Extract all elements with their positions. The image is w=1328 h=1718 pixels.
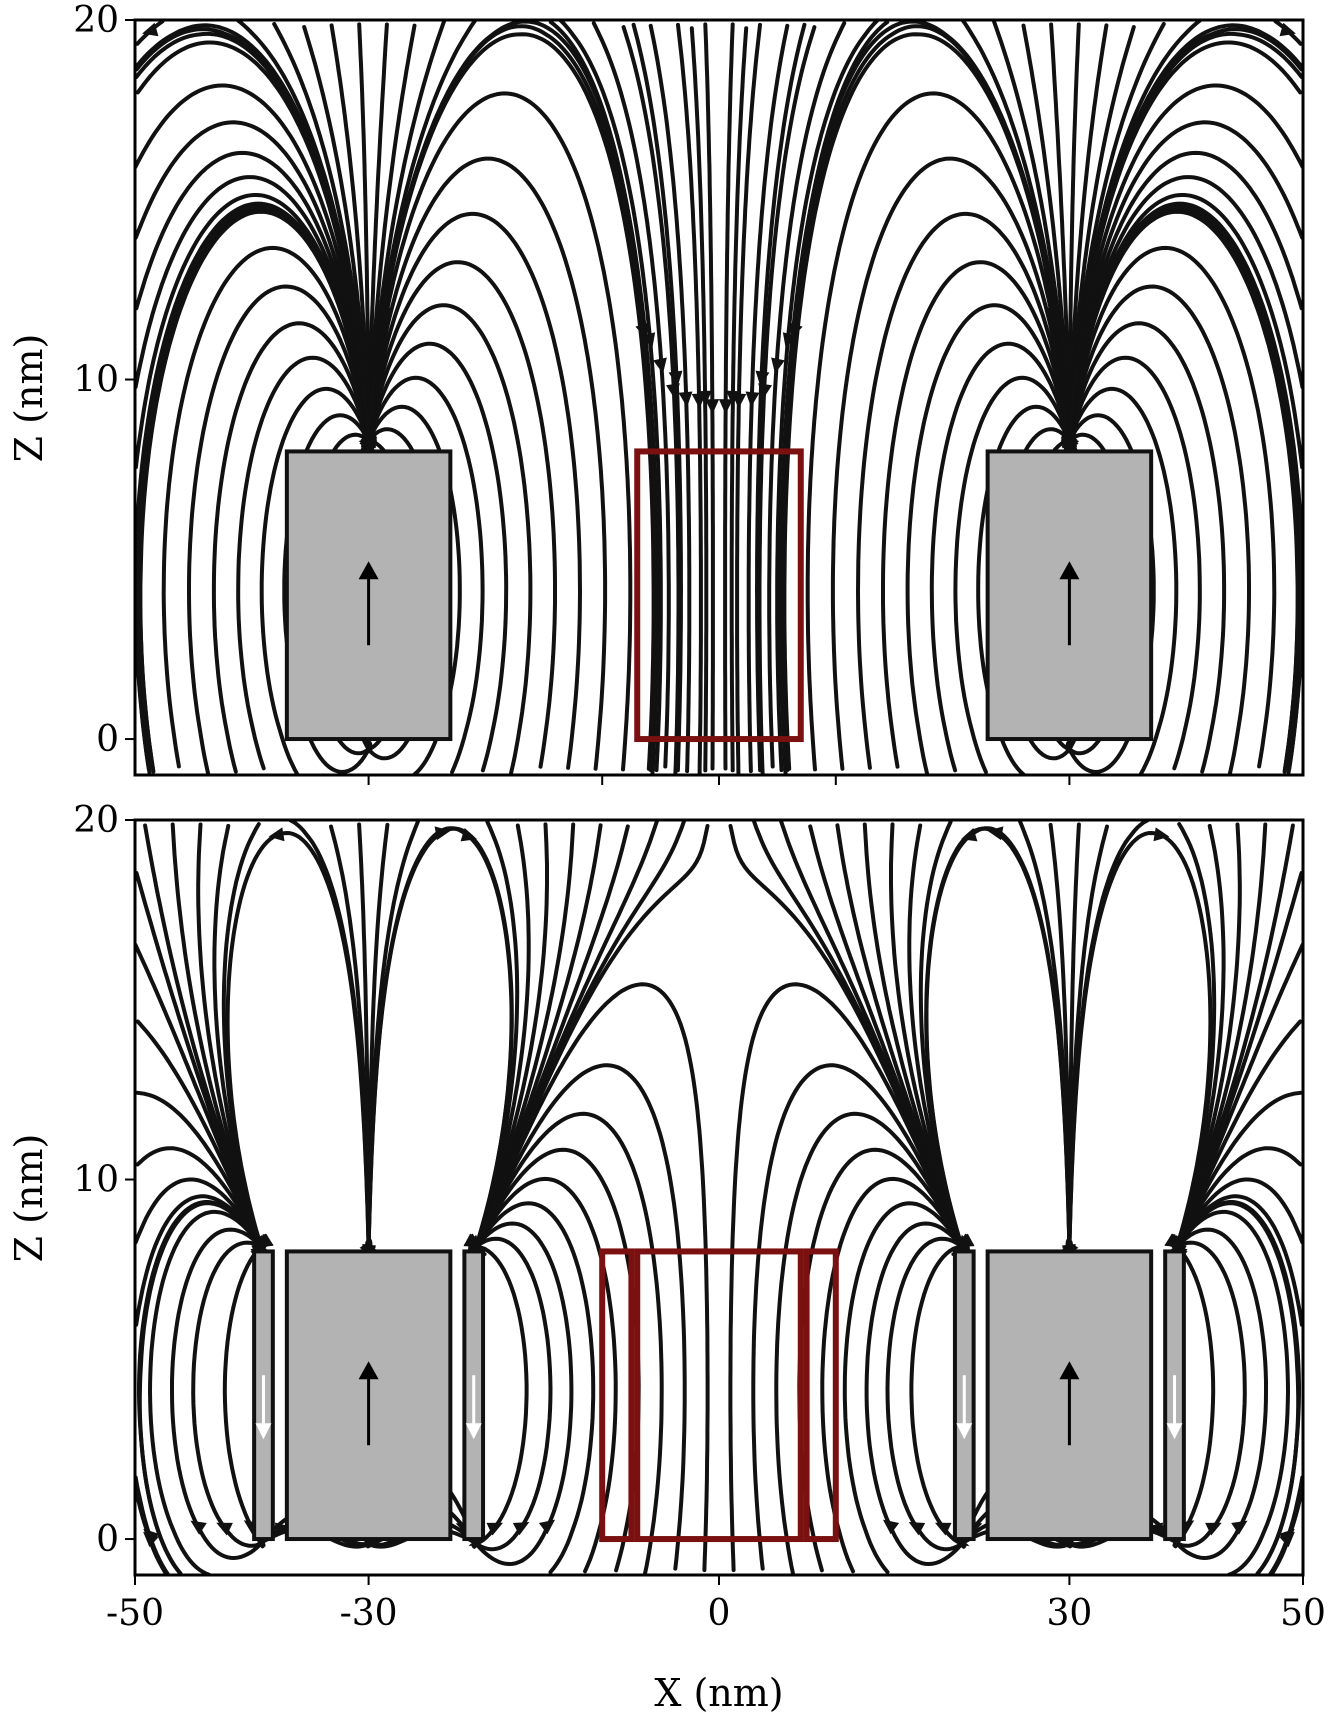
streamline bbox=[288, 820, 372, 1251]
highlight-region bbox=[599, 1248, 635, 1543]
x-tick-label: 0 bbox=[708, 1593, 731, 1634]
streamline-arrow bbox=[934, 1522, 952, 1536]
x-axis-label: X (nm) bbox=[654, 1671, 783, 1715]
streamline-arrow bbox=[771, 357, 785, 374]
streamline-arrow bbox=[1279, 1528, 1295, 1545]
magnet bbox=[284, 449, 453, 742]
x-ticks bbox=[367, 775, 1071, 785]
streamline-arrow bbox=[142, 22, 159, 37]
x-tick-label: 30 bbox=[1046, 1593, 1092, 1634]
streamline bbox=[924, 826, 1072, 1255]
streamline-arrow bbox=[758, 383, 773, 400]
streamline bbox=[137, 1201, 265, 1575]
streamline-arrow bbox=[143, 1528, 159, 1545]
streamline-arrow bbox=[460, 828, 477, 842]
moment-arrow-head bbox=[1059, 1361, 1080, 1380]
y-tick-label: 10 bbox=[73, 360, 119, 401]
x-tick-label: -30 bbox=[340, 1593, 398, 1634]
streamline-arrow bbox=[538, 1519, 556, 1535]
moment-arrow-head bbox=[465, 1423, 482, 1440]
y-tick-label: 10 bbox=[73, 1160, 119, 1201]
y-tick-label: 20 bbox=[73, 800, 119, 841]
streamline-arrow bbox=[190, 1520, 207, 1535]
y-tick-label: 0 bbox=[96, 1519, 119, 1560]
streamline bbox=[1018, 820, 1072, 1254]
y-ticks: 0 10 20 bbox=[73, 0, 135, 760]
streamline-arrow bbox=[512, 1521, 530, 1536]
highlight-region bbox=[634, 448, 804, 743]
streamline-arrow bbox=[256, 1233, 273, 1250]
regions bbox=[634, 448, 804, 743]
streamline bbox=[470, 1201, 596, 1574]
streamline-arrow bbox=[216, 1522, 233, 1536]
streamline-arrow bbox=[745, 391, 760, 408]
streamline-arrow bbox=[1165, 1233, 1182, 1250]
streamline bbox=[1173, 1201, 1301, 1575]
streamline-arrow bbox=[1231, 1520, 1248, 1535]
streamline-arrow bbox=[705, 399, 720, 415]
y-axis-label: Z (nm) bbox=[7, 1134, 51, 1263]
magnets bbox=[252, 1249, 1186, 1542]
x-ticks: -50 -30 0 30 50 bbox=[106, 1575, 1326, 1634]
streamline-arrow bbox=[653, 357, 667, 374]
streamline-arrow bbox=[1205, 1522, 1222, 1536]
streamline-arrow bbox=[641, 332, 656, 349]
streamline-arrow bbox=[987, 826, 1004, 841]
streamline bbox=[366, 820, 420, 1254]
streamline bbox=[1173, 1227, 1268, 1561]
y-tick-label: 20 bbox=[73, 0, 119, 41]
moment-arrow-head bbox=[956, 1423, 973, 1440]
streamline-arrow bbox=[665, 383, 680, 400]
streamline-arrow bbox=[718, 399, 733, 415]
moment-arrow-head bbox=[1059, 561, 1080, 580]
moment-arrow-head bbox=[255, 1423, 272, 1440]
moment-arrow-head bbox=[358, 1361, 379, 1380]
highlight-region bbox=[803, 1248, 839, 1543]
streamline-arrow bbox=[1153, 827, 1170, 842]
streamline-arrow bbox=[268, 827, 285, 842]
streamline-arrow bbox=[691, 393, 706, 409]
regions bbox=[599, 1248, 839, 1543]
x-tick-label: 50 bbox=[1280, 1593, 1326, 1634]
magnets bbox=[284, 449, 1154, 742]
streamlines bbox=[135, 20, 1303, 775]
panel-top: 0 10 20 Z (nm) bbox=[7, 0, 1305, 785]
streamline-arrow bbox=[1279, 22, 1296, 37]
y-axis-label: Z (nm) bbox=[7, 334, 51, 463]
y-ticks: 0 10 20 bbox=[73, 800, 135, 1560]
moment-arrow-head bbox=[358, 561, 379, 580]
streamline bbox=[472, 1221, 574, 1567]
panel-bottom: -50 -30 0 30 50 0 10 20 Z (nm) X (nm) bbox=[7, 800, 1326, 1715]
moment-arrow-head bbox=[1166, 1423, 1183, 1440]
streamline bbox=[366, 826, 514, 1255]
highlight-region bbox=[634, 1248, 804, 1543]
streamline-arrow bbox=[678, 391, 693, 408]
streamline-arrow bbox=[882, 1519, 900, 1535]
streamline-arrow bbox=[486, 1522, 504, 1536]
streamline bbox=[170, 1227, 265, 1561]
x-tick-label: -50 bbox=[106, 1593, 164, 1634]
streamline-arrow bbox=[732, 393, 747, 409]
streamline bbox=[842, 1201, 968, 1574]
y-tick-label: 0 bbox=[96, 719, 119, 760]
streamline bbox=[864, 1221, 966, 1567]
streamline-arrow bbox=[908, 1521, 926, 1536]
